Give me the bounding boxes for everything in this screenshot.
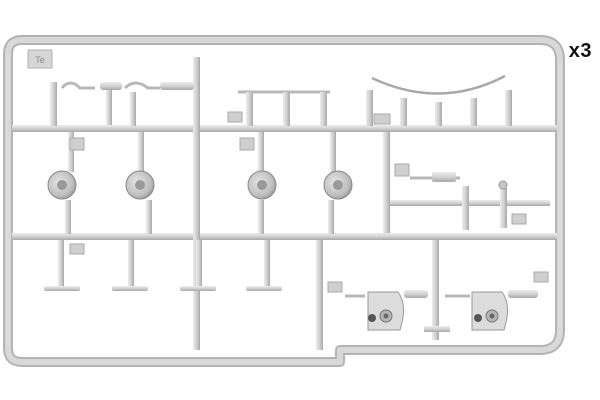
part-9-pin[interactable]	[498, 180, 527, 228]
part-6-wheel[interactable]	[239, 132, 277, 234]
part-2-brackets[interactable]	[227, 90, 330, 126]
part-12-gear-housing[interactable]	[424, 271, 549, 332]
part-1-rods[interactable]	[50, 45, 200, 126]
runners	[12, 55, 557, 350]
part-3-cable-arc[interactable]	[366, 74, 512, 126]
outer-frame	[3, 35, 565, 367]
sprue-letter-tab: Te	[27, 49, 53, 69]
sprue-letter-text: Te	[35, 55, 45, 65]
quantity-label: x3	[568, 40, 592, 62]
part-11-gear-housing[interactable]	[327, 281, 428, 331]
part-4-wheel[interactable]	[47, 132, 85, 234]
part-10-foot-stands[interactable]	[44, 240, 282, 291]
part-5-wheel[interactable]	[125, 132, 155, 234]
part-7-wheel[interactable]	[323, 132, 353, 234]
part-8-lever[interactable]	[394, 163, 469, 230]
